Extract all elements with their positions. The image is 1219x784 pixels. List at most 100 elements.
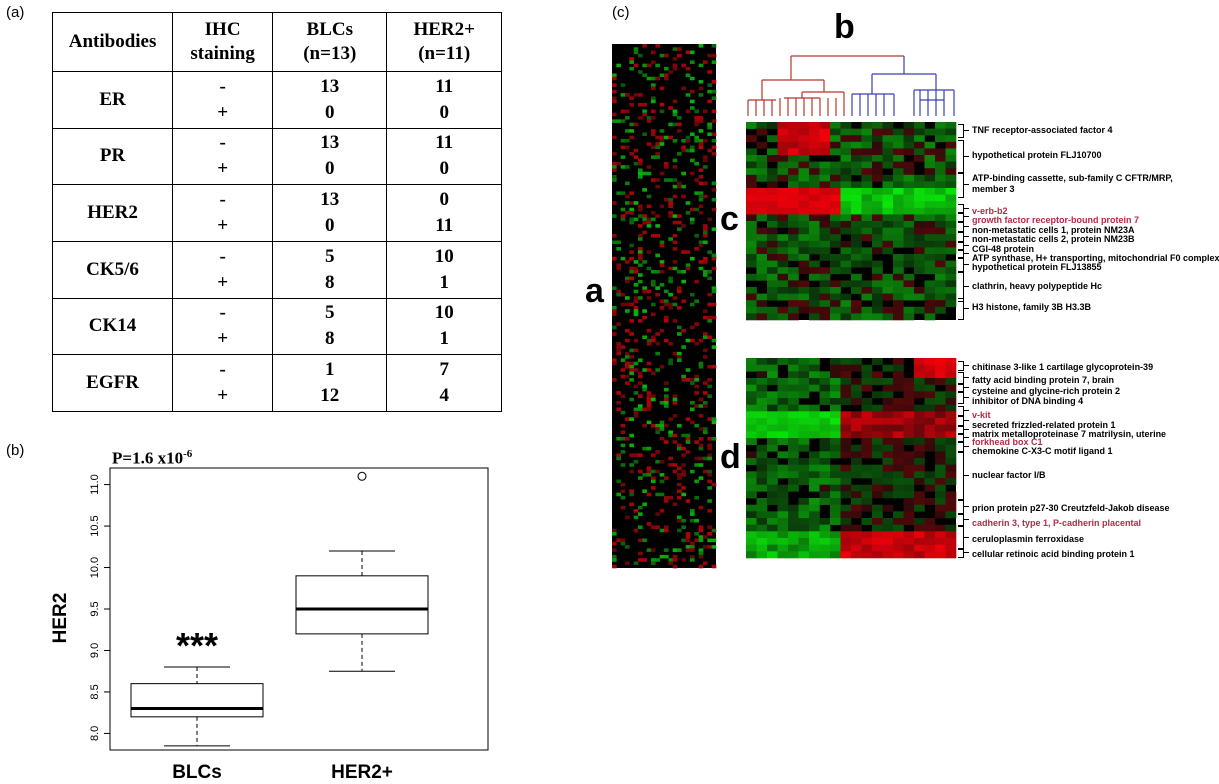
heatmap-cell: [788, 464, 799, 472]
blc-count-cell-value-2: 8: [325, 328, 335, 350]
heatmap-cell: [893, 227, 904, 235]
heatmap-cell: [809, 141, 820, 149]
heatmap-cell: [633, 269, 639, 274]
heatmap-cell: [629, 57, 634, 61]
heatmap-cell: [677, 548, 682, 552]
heatmap-cell: [861, 313, 873, 321]
heatmap-cell: [882, 273, 894, 281]
heatmap-cell: [646, 420, 652, 425]
heatmap-cell: [851, 484, 862, 492]
heatmap-cell: [612, 161, 617, 166]
heatmap-cell: [882, 135, 894, 143]
heatmap-cell: [819, 214, 831, 222]
heatmap-cell: [935, 161, 946, 169]
heatmap-cell: [711, 286, 717, 290]
heatmap-cell: [612, 112, 617, 117]
heatmap-cell: [872, 378, 883, 385]
heatmap-cell: [707, 148, 712, 153]
heatmap-cell: [903, 161, 915, 169]
heatmap-cell: [935, 471, 946, 479]
gene-label: secreted frizzled-related protein 1: [972, 420, 1116, 430]
heatmap-cell: [620, 207, 626, 212]
heatmap-cell: [767, 518, 778, 525]
heatmap-cell: [830, 391, 841, 399]
heatmap-cell: [690, 50, 695, 55]
heatmap-cell: [694, 391, 699, 395]
heatmap-cell: [711, 253, 717, 258]
heatmap-cell: [809, 504, 820, 512]
heatmap-cell: [788, 398, 799, 405]
gene-label: growth factor receptor-bound protein 7: [972, 215, 1140, 225]
heatmap-cell: [668, 358, 673, 362]
heatmap-cell: [809, 313, 820, 321]
heatmap-cell: [767, 444, 778, 452]
heatmap-cell: [703, 335, 708, 340]
heatmap-cell: [698, 446, 704, 451]
heatmap-cell: [756, 551, 768, 559]
heatmap-cell: [625, 129, 630, 133]
heatmap-cell: [664, 554, 669, 559]
gene-bracket-tick: [963, 365, 969, 366]
heatmap-cell: [638, 237, 643, 241]
heatmap-cell: [677, 289, 682, 294]
heatmap-cell: [655, 368, 660, 372]
heatmap-cell: [642, 289, 647, 294]
heatmap-cell: [798, 498, 810, 505]
heatmap-cell: [625, 417, 630, 421]
heatmap-cell: [872, 538, 883, 545]
heatmap-cell: [935, 306, 946, 314]
heatmap-cell: [638, 404, 643, 408]
heatmap-cell: [777, 148, 789, 156]
heatmap-cell: [698, 175, 704, 179]
heatmap-cell: [694, 299, 699, 304]
heatmap-cell: [924, 207, 936, 215]
heatmap-cell: [914, 464, 925, 472]
heatmap-cell: [690, 132, 695, 136]
heatmap-cell: [655, 423, 660, 428]
heatmap-cell: [703, 400, 708, 405]
heatmap-cell: [767, 378, 778, 385]
heatmap-cell: [629, 250, 634, 254]
her2-count-cell-value-2: 1: [439, 271, 449, 293]
heatmap-cell: [788, 551, 799, 559]
heatmap-cell: [756, 384, 768, 392]
heatmap-cell: [861, 464, 873, 472]
heatmap-cell: [694, 138, 699, 143]
heatmap-cell: [903, 438, 915, 445]
staining-cell-value-2: +: [217, 215, 229, 237]
heatmap-cell: [616, 437, 621, 441]
heatmap-cell: [625, 355, 630, 359]
heatmap-cell: [655, 253, 660, 258]
heatmap-cell: [668, 204, 673, 209]
heatmap-cell: [924, 141, 936, 149]
staining-cell-value-2: +: [217, 158, 229, 180]
heatmap-cell: [819, 247, 831, 255]
heatmap-cell: [819, 431, 831, 439]
heatmap-cell: [638, 358, 643, 362]
heatmap-cell: [819, 498, 831, 505]
heatmap-cell: [798, 141, 810, 149]
header-blcs-line-1: BLCs: [306, 19, 353, 40]
heatmap-cell: [668, 197, 673, 202]
heatmap-cell: [893, 201, 904, 209]
heatmap-cell: [935, 424, 946, 432]
heatmap-cell: [767, 431, 778, 439]
heatmap-cell: [707, 276, 712, 281]
heatmap-cell: [690, 381, 695, 385]
heatmap-cell: [698, 535, 704, 539]
heatmap-cell: [703, 469, 708, 474]
heatmap-cell: [681, 463, 686, 467]
heatmap-cell: [840, 358, 852, 365]
heatmap-cell: [798, 214, 810, 222]
heatmap-cell: [616, 161, 621, 166]
heatmap-cell: [924, 300, 936, 308]
heatmap-cell: [681, 374, 686, 379]
heatmap-cell: [629, 96, 634, 100]
heatmap-cell: [798, 207, 810, 215]
heatmap-cell: [809, 221, 820, 228]
heatmap-cell: [840, 364, 852, 372]
heatmap-cell: [616, 348, 621, 353]
gene-bracket-tick: [963, 264, 969, 265]
heatmap-cell: [851, 444, 862, 452]
blc-count-cell-value-1: 13: [320, 189, 340, 211]
